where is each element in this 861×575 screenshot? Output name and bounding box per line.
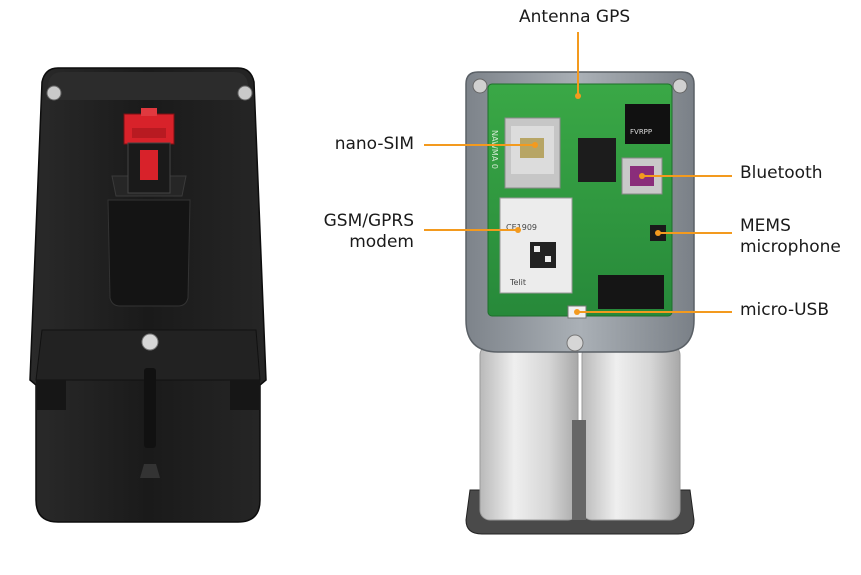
screw-center (141, 333, 159, 351)
callout-nanosim-dot (532, 142, 538, 148)
pcb-side-marking: NAWMA 0 (490, 130, 499, 169)
gsm-module: Telit CE1909 (499, 197, 573, 294)
frame-screw-right (672, 78, 688, 94)
callout-bluetooth-dot (639, 173, 645, 179)
side-tab-left (36, 380, 66, 410)
label-nano-sim: nano-SIM (334, 134, 414, 154)
back-top-ridge (46, 72, 250, 100)
label-antenna-gps: Antenna GPS (519, 7, 631, 27)
device-open-view: Telit CE1909 FVRPP NAWMA 0 (465, 71, 695, 535)
label-gsm-line1: GSM/GPRS (323, 211, 414, 231)
label-mems-microphone: MEMS microphone (740, 216, 841, 258)
callout-gsm-dot (515, 227, 521, 233)
callout-lines (424, 32, 732, 315)
label-micro-usb: micro-USB (740, 300, 829, 320)
screw-right (237, 85, 253, 101)
ericsson-chip: FVRPP (625, 104, 670, 144)
frame-screw-left (472, 78, 488, 94)
side-tab-right (230, 380, 260, 410)
callout-mems-dot (655, 230, 661, 236)
frame-screw-bottom (566, 334, 584, 352)
label-gsm-gprs-modem: GSM/GPRS modem (324, 211, 414, 253)
battery-right (581, 344, 681, 521)
label-gsm-line2: modem (349, 232, 414, 252)
label-mems-line1: MEMS (740, 216, 791, 236)
callout-antenna-dot (575, 93, 581, 99)
gsm-cert-text: CE1909 (506, 223, 537, 232)
center-slot (144, 368, 156, 448)
ericsson-label-text: FVRPP (630, 128, 652, 136)
nano-sim-slot (504, 117, 561, 189)
battery-left (479, 344, 579, 521)
gsm-logo-text: Telit (509, 278, 526, 287)
device-back-view (29, 67, 267, 523)
chip-block (578, 138, 616, 182)
label-mems-line2: microphone (740, 237, 841, 257)
red-connector (123, 108, 175, 194)
bottom-notch (140, 464, 160, 478)
callout-usb-dot (574, 309, 580, 315)
connector-channel (107, 199, 191, 307)
label-bluetooth: Bluetooth (740, 163, 823, 183)
battery-spring (572, 420, 586, 520)
micro-usb-port (598, 275, 664, 309)
screw-left (46, 85, 62, 101)
